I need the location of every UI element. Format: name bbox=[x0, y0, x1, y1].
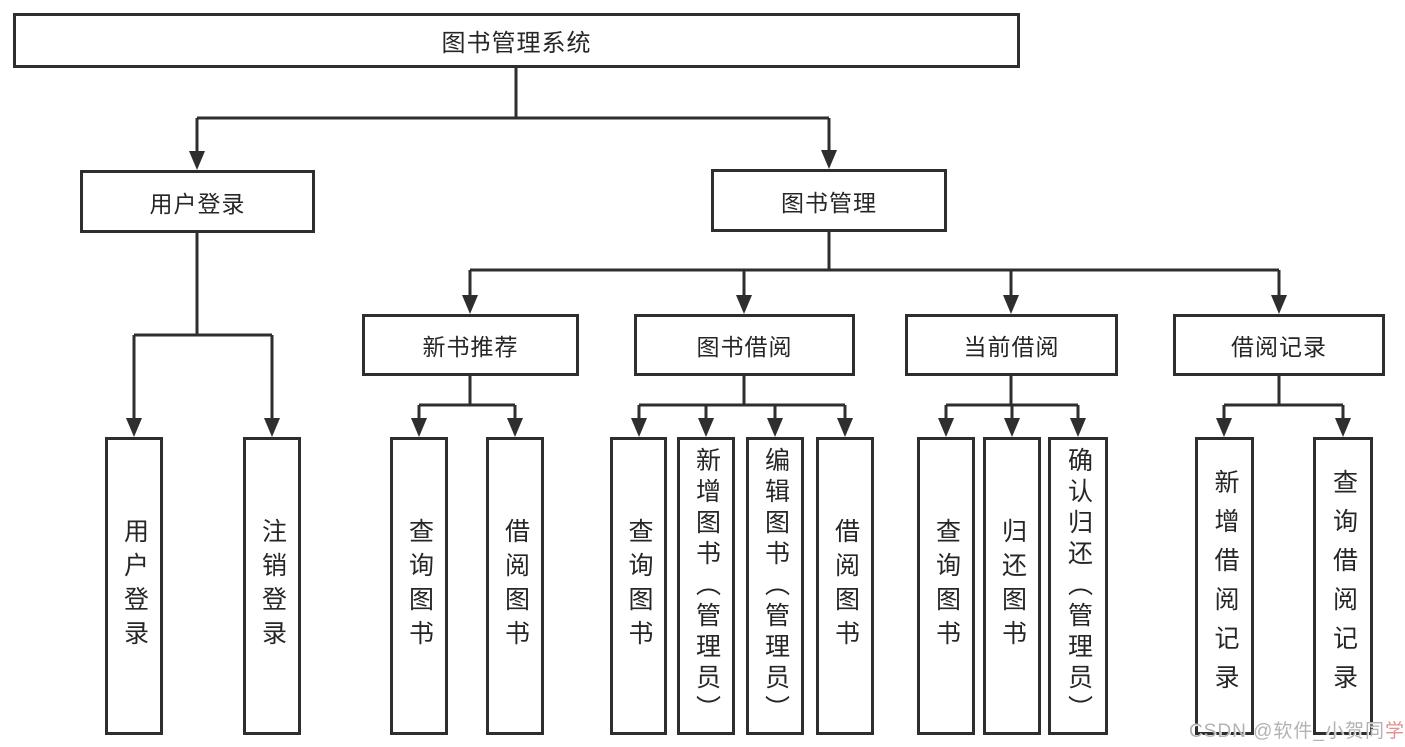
leaf-query-book-current: 查询图书 bbox=[917, 437, 975, 735]
arrowhead-icon bbox=[1271, 295, 1287, 314]
watermark-text: CSDN @软件_小贺同 bbox=[1189, 721, 1385, 742]
arrowhead-icon bbox=[126, 418, 142, 437]
leaf-add-borrow-record: 新增借阅记录 bbox=[1195, 437, 1254, 735]
arrowhead-icon bbox=[411, 418, 427, 437]
leaf-user-login: 用户登录 bbox=[105, 437, 163, 735]
arrowhead-icon bbox=[736, 295, 752, 314]
arrowhead-icon bbox=[1070, 418, 1086, 437]
node-new-book-recommend: 新书推荐 bbox=[362, 314, 579, 376]
watermark-accent-text: 学 bbox=[1384, 721, 1405, 742]
arrowhead-icon bbox=[631, 418, 647, 437]
node-user-login: 用户登录 bbox=[80, 170, 315, 233]
leaf-query-book-recommend: 查询图书 bbox=[390, 437, 448, 735]
node-book-management: 图书管理 bbox=[711, 169, 947, 232]
leaf-borrow-book-recommend: 借阅图书 bbox=[486, 437, 544, 735]
leaf-return-book: 归还图书 bbox=[983, 437, 1041, 735]
arrowhead-icon bbox=[1003, 295, 1019, 314]
leaf-confirm-return-admin: 确认归还（管理员） bbox=[1048, 437, 1108, 735]
arrowhead-icon bbox=[837, 418, 853, 437]
arrowhead-icon bbox=[1216, 418, 1232, 437]
arrowhead-icon bbox=[821, 150, 837, 169]
arrowhead-icon bbox=[507, 418, 523, 437]
arrowhead-icon bbox=[938, 418, 954, 437]
watermark: CSDN @软件_小贺同学 bbox=[1189, 716, 1405, 743]
leaf-edit-book-admin: 编辑图书（管理员） bbox=[746, 437, 804, 735]
node-current-borrow: 当前借阅 bbox=[905, 314, 1118, 376]
node-borrow-records: 借阅记录 bbox=[1173, 314, 1385, 376]
leaf-logout: 注销登录 bbox=[243, 437, 301, 735]
node-root: 图书管理系统 bbox=[13, 13, 1020, 68]
leaf-borrow-book: 借阅图书 bbox=[816, 437, 874, 735]
leaf-query-book-borrow: 查询图书 bbox=[610, 437, 667, 735]
leaf-query-borrow-record: 查询借阅记录 bbox=[1313, 437, 1373, 735]
leaf-add-book-admin: 新增图书（管理员） bbox=[677, 437, 735, 735]
arrowhead-icon bbox=[1004, 418, 1020, 437]
arrowhead-icon bbox=[1335, 418, 1351, 437]
arrowhead-icon bbox=[264, 418, 280, 437]
arrowhead-icon bbox=[698, 418, 714, 437]
arrowhead-icon bbox=[462, 295, 478, 314]
node-book-borrow: 图书借阅 bbox=[634, 314, 855, 376]
arrowhead-icon bbox=[767, 418, 783, 437]
arrowhead-icon bbox=[189, 151, 205, 170]
